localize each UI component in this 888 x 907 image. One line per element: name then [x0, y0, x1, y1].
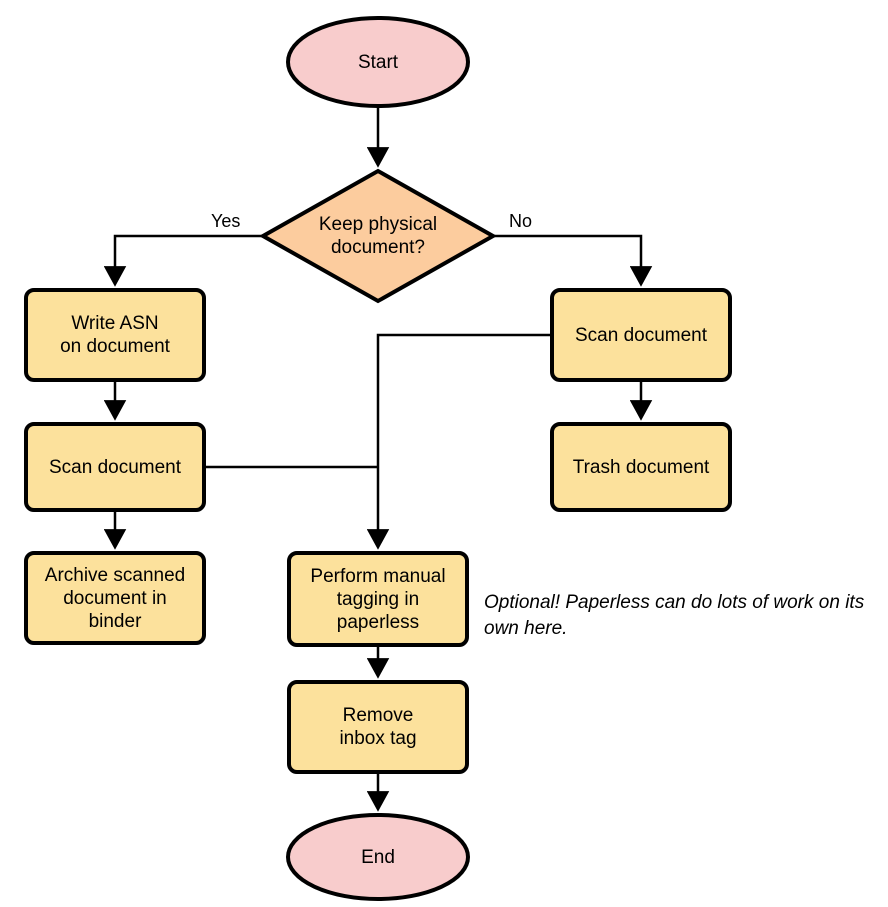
node-archive-binder-shape[interactable] [24, 551, 206, 645]
node-scan-left-shape[interactable] [24, 422, 206, 512]
node-decision-shape[interactable] [258, 168, 498, 304]
node-end-shape[interactable] [286, 813, 470, 901]
node-start-shape[interactable] [286, 16, 470, 108]
edge-label-no: No [509, 211, 533, 231]
node-manual-tagging-shape[interactable] [287, 551, 469, 647]
optional-note: Optional! Paperless can do lots of work … [484, 592, 865, 639]
edge-decision-to-write-asn [103, 234, 263, 287]
edge-decision-to-scan-right [493, 234, 653, 287]
node-trash-shape[interactable] [550, 422, 732, 512]
edge-label-yes: Yes [211, 211, 241, 231]
node-write-asn-shape[interactable] [24, 288, 206, 382]
edge-scan-right-to-manual-tagging [366, 333, 552, 550]
node-scan-right-shape[interactable] [550, 288, 732, 382]
node-remove-inbox-tag-shape[interactable] [287, 680, 469, 774]
